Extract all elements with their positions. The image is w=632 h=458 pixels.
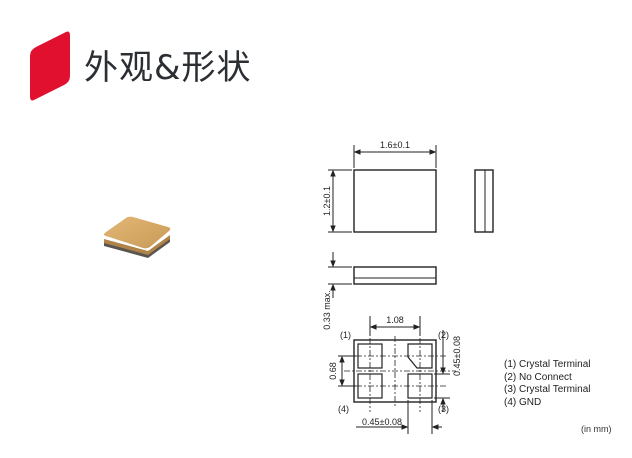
crystal-chip-photo [104, 216, 171, 258]
pin-label-3: (3) [438, 404, 449, 414]
legend-item: (4) GND [504, 396, 542, 408]
page-title: 外观&形状 [84, 48, 252, 88]
side-height-dim: 0.33 max. [322, 290, 332, 330]
pin-legend: (1) Crystal Terminal (2) No Connect (3) … [504, 359, 591, 409]
units-note: (in mm) [581, 424, 612, 434]
top-height-dim: 1.2±0.1 [322, 186, 332, 216]
top-width-dim: 1.6±0.1 [380, 140, 410, 150]
pad-width-dim: 0.45±0.08 [362, 417, 402, 427]
pin-label-2: (2) [438, 330, 449, 340]
red-parallelogram-icon [30, 31, 70, 101]
pin-label-4: (4) [338, 404, 349, 414]
pad-pitch-y-dim: 0.68 [328, 362, 338, 380]
legend-item: (3) Crystal Terminal [504, 384, 591, 395]
legend-item: (2) No Connect [504, 371, 572, 383]
pin-label-1: (1) [340, 330, 351, 340]
pad-pitch-x-dim: 1.08 [386, 315, 404, 325]
dimension-drawing: 1.6±0.1 1.2±0.1 0.33 max. 1.08 0.68 0.45… [322, 140, 494, 434]
pad-height-dim: 0.45±0.08 [452, 336, 462, 376]
top-view-outline [353, 169, 437, 233]
legend-item: (1) Crystal Terminal [504, 359, 591, 370]
